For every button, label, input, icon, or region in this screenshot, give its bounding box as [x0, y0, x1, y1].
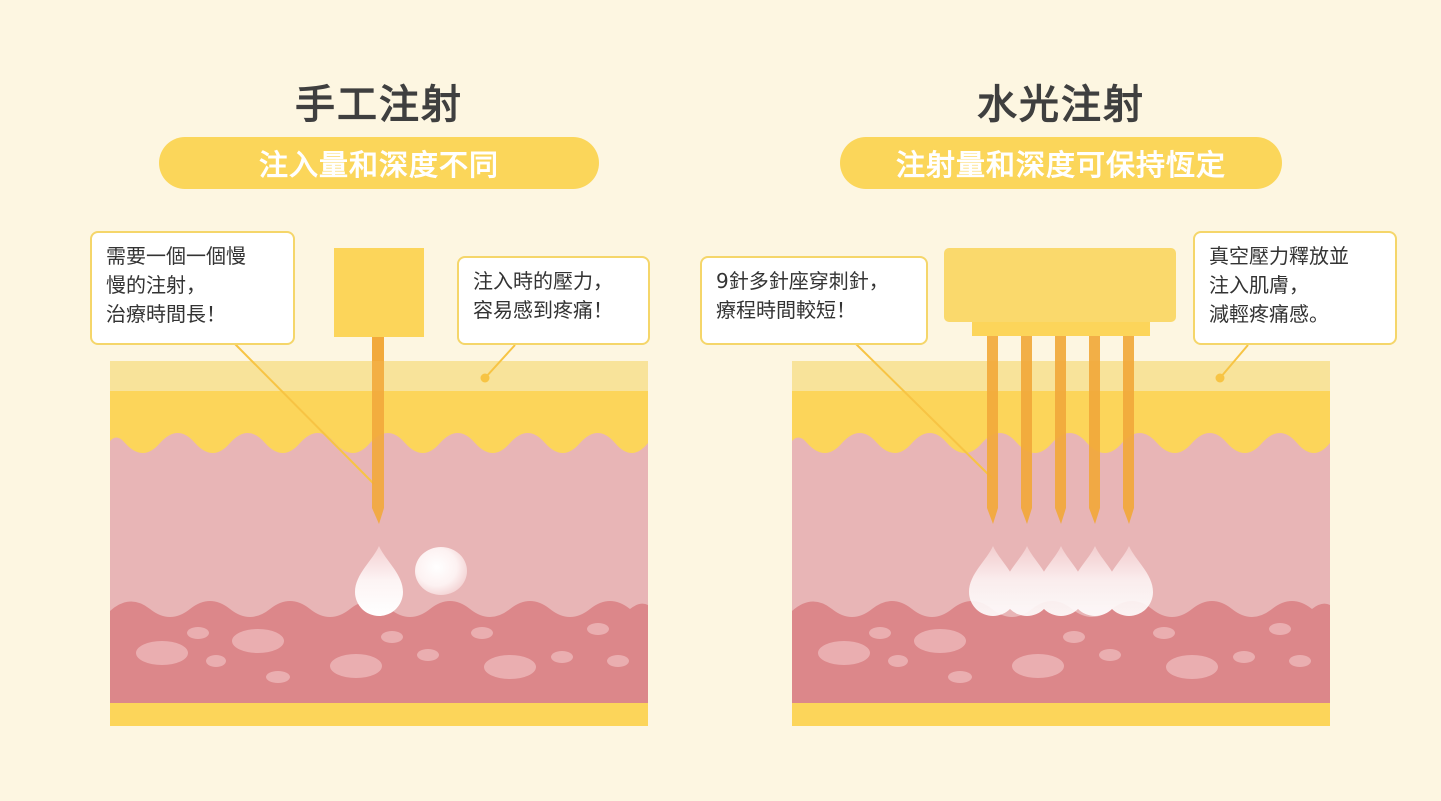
callout-line: 需要一個一個慢 [106, 244, 246, 268]
callout-line: 容易感到疼痛！ [473, 298, 613, 322]
callout-line: 慢的注射， [106, 273, 206, 297]
callout-connector-lines-left [234, 343, 516, 485]
callout-aqua-pain: 真空壓力釋放並 注入肌膚， 減輕疼痛感。 [1193, 231, 1397, 345]
callout-line: 治療時間長！ [106, 302, 226, 326]
callout-manual-pain: 注入時的壓力， 容易感到疼痛！ [457, 256, 650, 345]
manual-injection-subtitle: 注入量和深度不同 [159, 137, 599, 189]
manual-injection-title: 手工注射 [295, 82, 463, 128]
aqua-injection-subtitle: 注射量和深度可保持恆定 [840, 137, 1282, 189]
callout-line: 療程時間較短！ [716, 298, 856, 322]
multi-needle-injector [944, 248, 1176, 524]
callout-line: 減輕疼痛感。 [1209, 302, 1329, 326]
callout-manual-time: 需要一個一個慢 慢的注射， 治療時間長！ [90, 231, 295, 345]
callout-line: 真空壓力釋放並 [1209, 244, 1349, 268]
callout-line: 注入時的壓力， [473, 269, 613, 293]
manual-syringe [334, 248, 424, 524]
callout-line: 注入肌膚， [1209, 273, 1309, 297]
aqua-injection-title: 水光注射 [977, 82, 1145, 128]
callout-line: 9針多針座穿刺針， [716, 269, 889, 293]
injected-droplets-manual [355, 546, 467, 616]
injected-droplets-aqua [969, 546, 1153, 616]
callout-aqua-needles: 9針多針座穿刺針， 療程時間較短！ [700, 256, 928, 345]
callout-connector-lines-right [855, 343, 1249, 479]
